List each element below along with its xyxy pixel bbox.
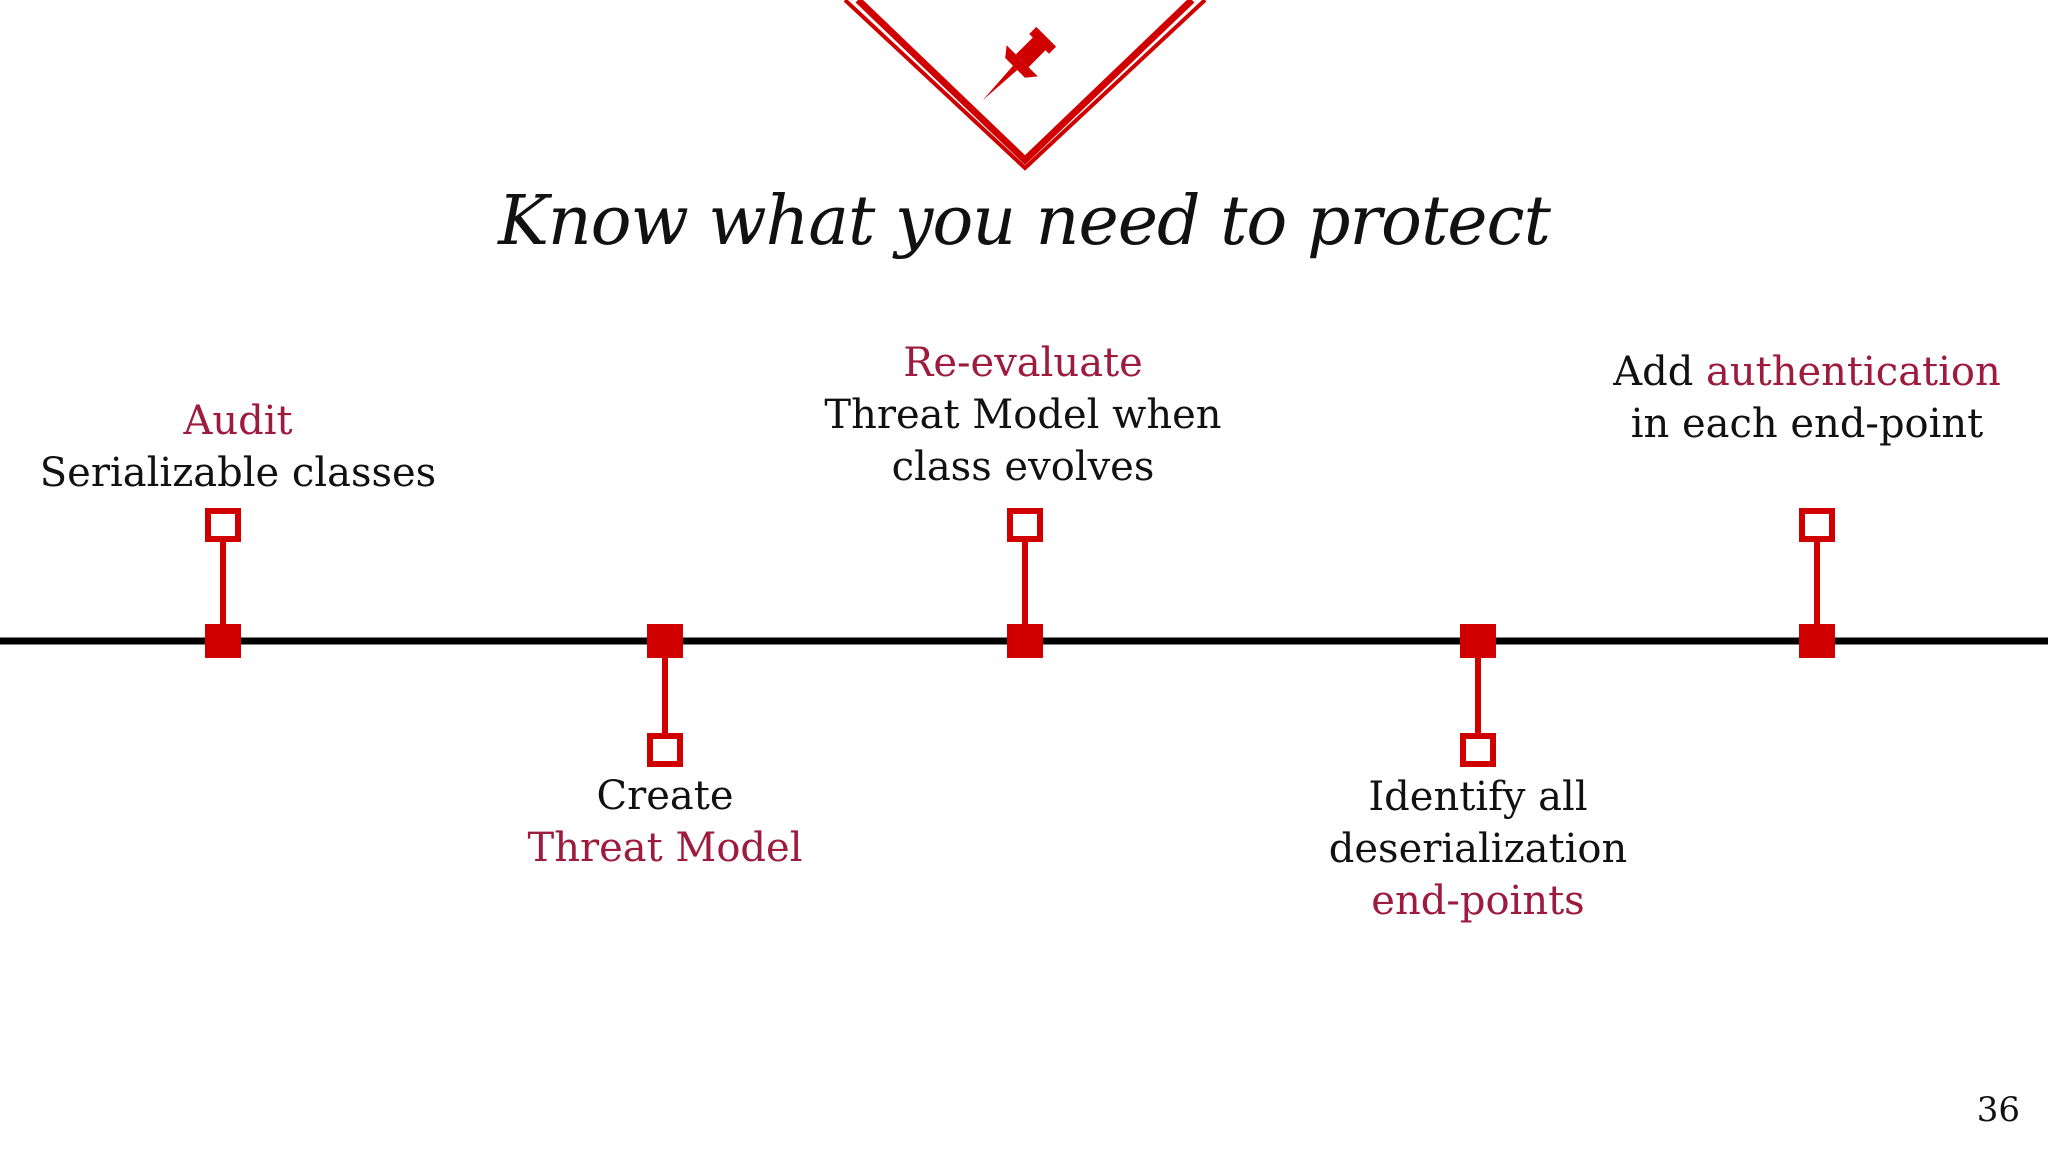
milestone-label-1: Audit Serializable classes	[40, 395, 436, 499]
milestone-label-5: Add authentication in each end-point	[1613, 346, 2001, 450]
milestone-label-5-accent: authentication	[1706, 349, 2001, 395]
milestone-label-4: Identify all deserialization end-points	[1329, 771, 1627, 927]
milestone-label-2: Create Threat Model	[528, 770, 803, 874]
page-number: 36	[1976, 1090, 2020, 1130]
pushpin-icon	[982, 26, 1057, 101]
milestone-label-4-line-2: deserialization	[1328, 826, 1628, 872]
milestone-marker-4	[1460, 624, 1496, 767]
milestone-label-5-prefix: Add	[1613, 349, 1707, 395]
milestone-label-5-line-1: Add authentication	[1613, 346, 2001, 398]
page-title: Know what you need to protect	[498, 182, 1551, 261]
milestone-label-4-line-1: Identify all	[1368, 774, 1588, 820]
milestone-label-1-line-1: Audit	[183, 398, 293, 444]
milestone-label-4-line-3: end-points	[1371, 878, 1585, 924]
milestone-marker-3	[1007, 508, 1043, 658]
milestone-marker-1	[205, 508, 241, 658]
milestone-label-3: Re-evaluate Threat Model when class evol…	[824, 337, 1221, 493]
milestone-marker-5	[1799, 508, 1835, 658]
milestone-label-2-line-2: Threat Model	[527, 825, 803, 871]
milestone-label-2-line-1: Create	[596, 773, 734, 819]
header-chevron	[843, 0, 1207, 171]
milestone-marker-2	[647, 624, 683, 767]
milestone-label-3-line-3: class evolves	[891, 444, 1155, 490]
milestone-label-3-line-1: Re-evaluate	[903, 340, 1143, 386]
milestone-label-3-line-2: Threat Model when	[824, 392, 1222, 438]
milestone-label-1-line-2: Serializable classes	[39, 450, 437, 496]
milestone-label-5-line-2: in each end-point	[1630, 401, 1984, 447]
